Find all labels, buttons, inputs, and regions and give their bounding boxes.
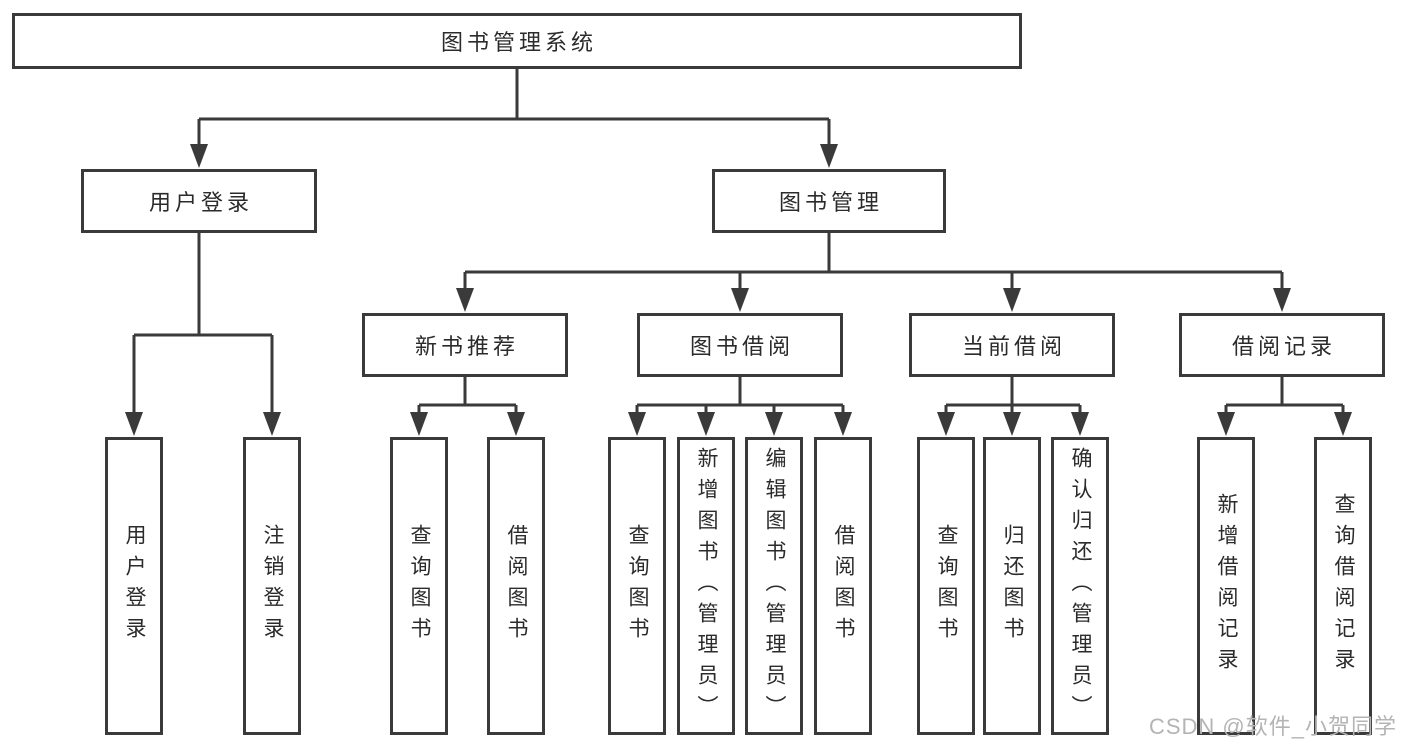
node-current-borrowing: 当前借阅 xyxy=(909,313,1115,377)
leaf-borrow-books-borrowing: 借阅图书 xyxy=(814,437,872,735)
leaf-add-borrow-record: 新增借阅记录 xyxy=(1197,437,1255,735)
leaf-confirm-return-admin: 确认归还（管理员） xyxy=(1051,437,1109,735)
leaf-logout: 注销登录 xyxy=(243,437,301,735)
watermark: CSDN @软件_小贺同学 xyxy=(1148,714,1397,739)
node-new-book-recommend: 新书推荐 xyxy=(362,313,568,377)
node-user-login: 用户登录 xyxy=(81,169,317,233)
leaf-user-login: 用户登录 xyxy=(105,437,163,735)
leaf-add-book-admin: 新增图书（管理员） xyxy=(677,437,735,735)
leaf-query-books-borrowing: 查询图书 xyxy=(608,437,666,735)
leaf-query-borrow-record: 查询借阅记录 xyxy=(1314,437,1372,735)
leaf-query-books-recommend: 查询图书 xyxy=(390,437,448,735)
node-book-management: 图书管理 xyxy=(712,169,946,233)
node-book-borrowing: 图书借阅 xyxy=(637,313,843,377)
edges xyxy=(132,69,1345,414)
leaf-return-book: 归还图书 xyxy=(983,437,1041,735)
leaf-query-books-current: 查询图书 xyxy=(917,437,975,735)
leaf-borrow-books-recommend: 借阅图书 xyxy=(487,437,545,735)
arrowheads xyxy=(125,144,1352,436)
leaf-edit-book-admin: 编辑图书（管理员） xyxy=(745,437,803,735)
node-borrowing-records: 借阅记录 xyxy=(1179,313,1385,377)
node-library-management-system: 图书管理系统 xyxy=(12,13,1022,69)
